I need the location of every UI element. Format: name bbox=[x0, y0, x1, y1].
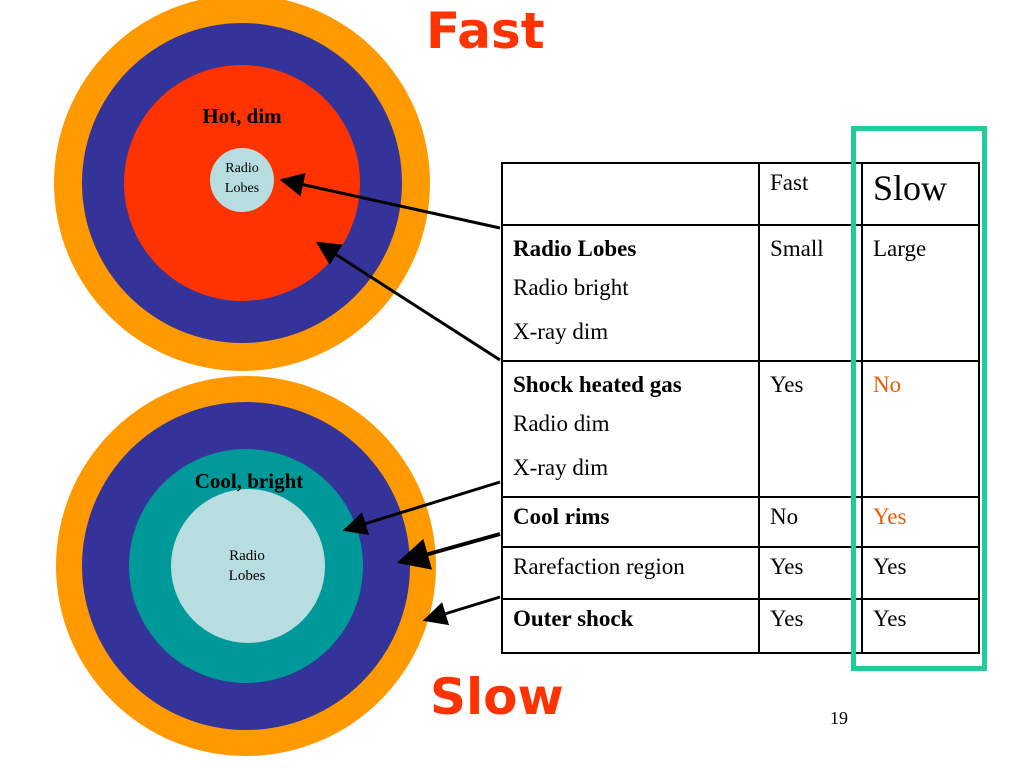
row-name: Outer shock bbox=[513, 606, 634, 631]
bottom-radio-lobes-label: Radio Lobes bbox=[204, 546, 290, 586]
arrow-shock-heated-gas bbox=[315, 241, 501, 362]
slow-value: Large bbox=[873, 236, 927, 261]
row-sub1: Radio dim bbox=[513, 411, 610, 436]
row-name: Shock heated gas bbox=[513, 372, 682, 397]
arrow-radio-lobes bbox=[279, 172, 501, 230]
fast-value: No bbox=[770, 504, 799, 529]
arrow-cool-rims bbox=[342, 480, 501, 536]
fast-cell: No bbox=[758, 496, 863, 548]
title-fast: Fast bbox=[426, 2, 545, 60]
fast-cell: Small bbox=[758, 224, 863, 362]
fast-value: Yes bbox=[770, 606, 804, 631]
fast-cell: Yes bbox=[758, 360, 863, 498]
arrow-outer-shock bbox=[422, 595, 501, 626]
table-row: Cool rims No Yes bbox=[501, 496, 980, 548]
fast-cell: Yes bbox=[758, 546, 863, 600]
table-row: Radio Lobes Radio bright X-ray dim Small… bbox=[501, 224, 980, 362]
title-slow: Slow bbox=[430, 668, 564, 726]
arrow-rarefaction-region bbox=[396, 532, 501, 570]
bottom-radio-lobes bbox=[171, 489, 325, 643]
row-name-cell: Cool rims bbox=[501, 496, 760, 548]
row-sub1: Radio bright bbox=[513, 275, 629, 300]
bottom-lobes-line1: Radio bbox=[229, 548, 265, 564]
fast-value: Small bbox=[770, 236, 824, 261]
hot-dim-label: Hot, dim bbox=[202, 104, 282, 128]
slow-value: Yes bbox=[873, 606, 907, 631]
row-name-cell: Outer shock bbox=[501, 598, 760, 654]
fast-cell: Yes bbox=[758, 598, 863, 654]
row-name: Rarefaction region bbox=[513, 554, 685, 579]
fast-value: Yes bbox=[770, 372, 804, 397]
slow-column-highlight-box bbox=[851, 126, 987, 671]
top-lobes-line2: Lobes bbox=[224, 181, 260, 196]
slow-cell: Large bbox=[861, 224, 980, 362]
table-row: Shock heated gas Radio dim X-ray dim Yes… bbox=[501, 360, 980, 498]
table-row: Outer shock Yes Yes bbox=[501, 598, 980, 654]
bottom-lobes-line2: Lobes bbox=[228, 568, 266, 584]
row-sub2: X-ray dim bbox=[513, 455, 609, 480]
slow-value: No bbox=[873, 372, 902, 397]
slow-value: Yes bbox=[873, 504, 907, 529]
cool-bright-label: Cool, bright bbox=[194, 469, 304, 493]
slow-cell: Yes bbox=[861, 546, 980, 600]
top-radio-lobes bbox=[210, 148, 274, 212]
top-radio-lobes-label: Radio Lobes bbox=[206, 159, 278, 199]
row-name-cell: Shock heated gas Radio dim X-ray dim bbox=[501, 360, 760, 498]
table-row: Rarefaction region Yes Yes bbox=[501, 546, 980, 600]
row-name: Cool rims bbox=[513, 504, 610, 529]
slow-cell: Yes bbox=[861, 496, 980, 548]
top-lobes-line1: Radio bbox=[225, 161, 259, 176]
comparison-table: Fast Slow Radio Lobes Radio bright X-ray… bbox=[501, 162, 980, 654]
slow-cell: No bbox=[861, 360, 980, 498]
table-header-row: Fast Slow bbox=[501, 162, 980, 226]
slow-cell: Yes bbox=[861, 598, 980, 654]
page-number: 19 bbox=[830, 708, 848, 728]
header-fast: Fast bbox=[758, 162, 863, 226]
header-blank-cell bbox=[501, 162, 760, 226]
row-name-cell: Radio Lobes Radio bright X-ray dim bbox=[501, 224, 760, 362]
row-name: Radio Lobes bbox=[513, 236, 637, 261]
slow-value: Yes bbox=[873, 554, 907, 579]
row-sub2: X-ray dim bbox=[513, 319, 609, 344]
row-name-cell: Rarefaction region bbox=[501, 546, 760, 600]
header-slow: Slow bbox=[861, 162, 980, 226]
fast-value: Yes bbox=[770, 554, 804, 579]
